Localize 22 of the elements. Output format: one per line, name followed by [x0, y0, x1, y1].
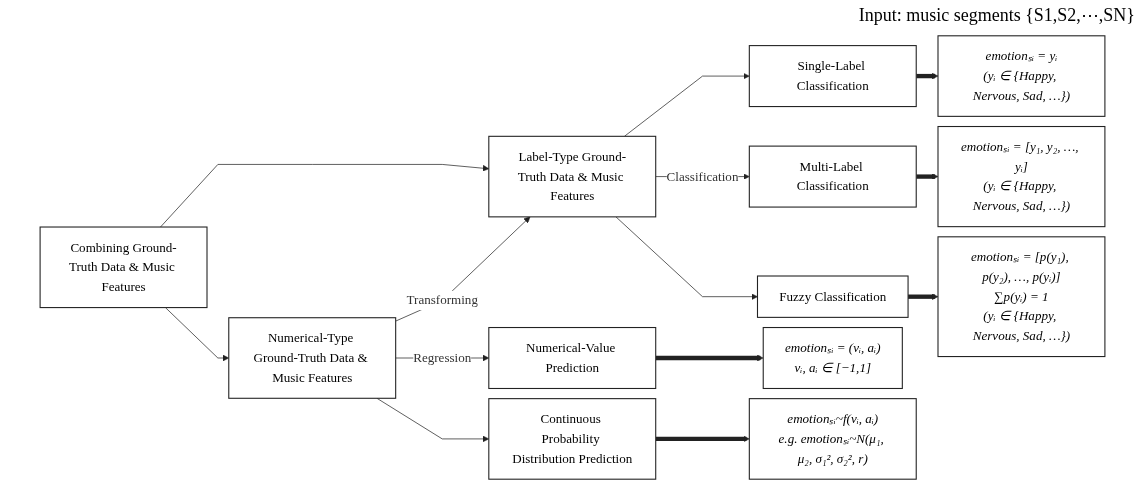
arrow: [916, 173, 939, 180]
node-box: emotionₛᵢ = yᵢ (yᵢ ∈ {Happy, Nervous, Sad, …}): [937, 35, 1106, 117]
edge-label: Transforming: [406, 292, 478, 308]
node-box: Fuzzy Classification: [756, 275, 909, 318]
edge-label: Classification: [666, 168, 739, 184]
node-box: Continuous Probability Distribution Prediction: [488, 398, 657, 480]
node-box: emotionₛᵢ = [p(y₁), p(y₂), …, p(yᵢ)] ∑p(yᵢ) = 1 (yᵢ ∈ {Happy, Nervous, Sad, …}): [937, 236, 1106, 358]
node-box: Multi-Label Classification: [748, 145, 917, 208]
arrow: [655, 354, 764, 362]
node-box: emotionₛᵢ = [y₁, y₂, …, yᵢ] (yᵢ ∈ {Happy, Nervous, Sad, …}): [937, 125, 1106, 228]
node-box: Single-Label Classification: [748, 45, 917, 108]
node-box: Label-Type Ground-Truth Data & Music Features: [488, 135, 657, 218]
node-box: Combining Ground-Truth Data & Music Features: [39, 226, 208, 309]
node-box: Numerical-Value Prediction: [488, 327, 657, 390]
node-box: emotionₛᵢ~f(vᵢ, aᵢ) e.g. emotionₛᵢ~N(μ₁, μ₂, σ₁², σ₂², r): [748, 398, 917, 480]
note-text: Input: music segments {S1,S2,⋯,SN}: [858, 4, 1135, 26]
arrow: [916, 72, 939, 80]
arrow: [908, 293, 939, 300]
node-box: emotionₛᵢ = (vᵢ, aᵢ) vᵢ, aᵢ ∈ [−1,1]: [762, 327, 903, 390]
edge-label: Regression: [413, 350, 472, 365]
node-box: Numerical-Type Ground-Truth Data & Music Features: [228, 317, 397, 399]
arrow: [655, 435, 750, 443]
